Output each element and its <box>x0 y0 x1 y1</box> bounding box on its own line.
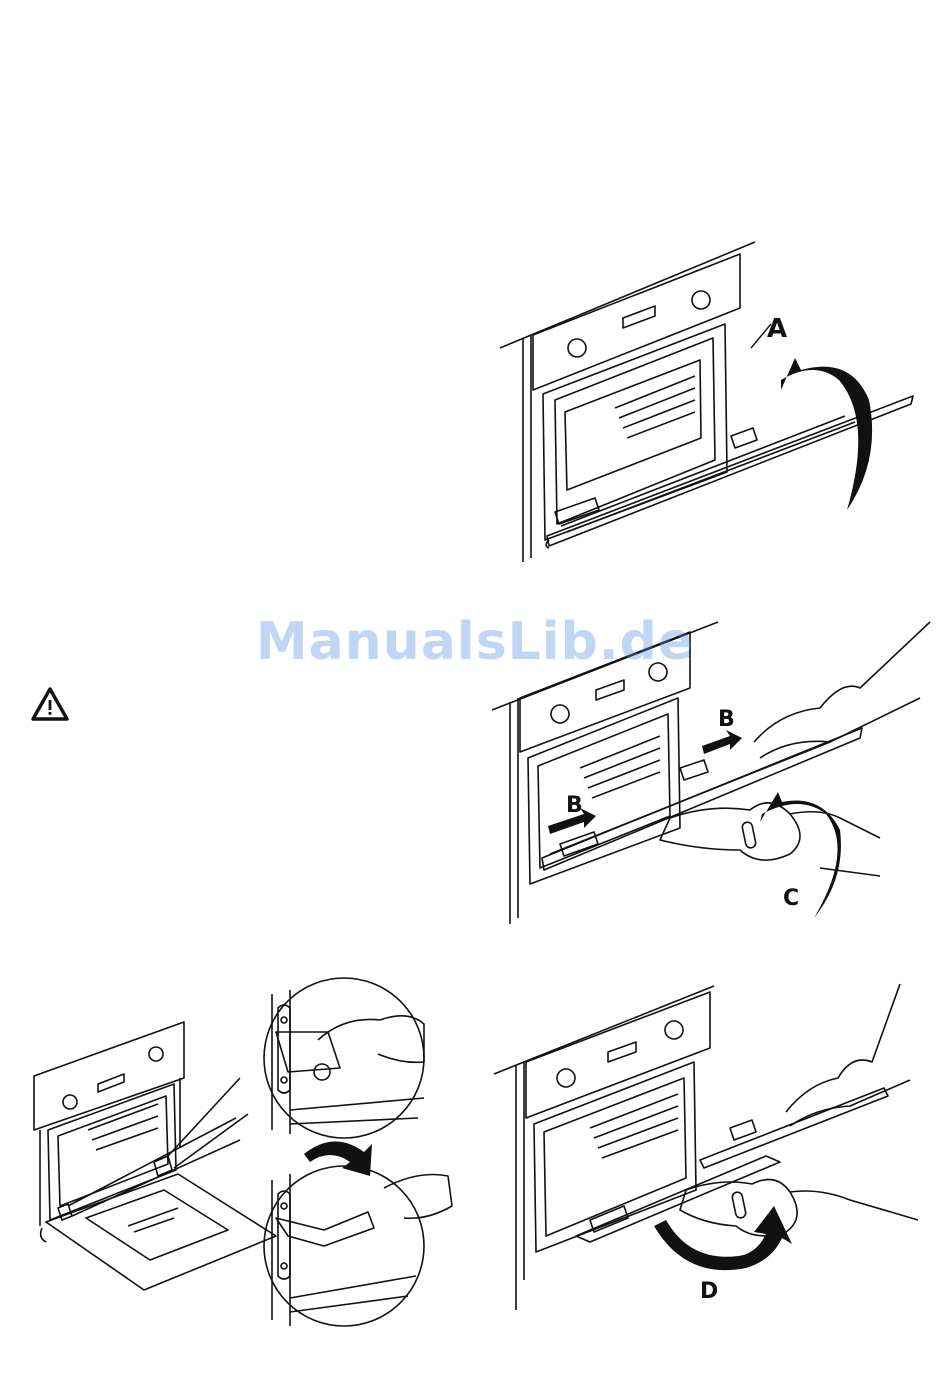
curved-arrow-icon <box>304 1141 372 1176</box>
label-a: A <box>767 316 787 342</box>
curved-arrow-icon <box>781 358 872 510</box>
figure-door-rotate <box>490 980 930 1320</box>
watermark-text: ManualsLib.de <box>0 612 950 672</box>
curved-arrow-icon <box>654 1206 792 1270</box>
curved-arrow-icon <box>760 792 841 918</box>
warning-triangle-icon <box>30 686 70 722</box>
straight-arrow-icon <box>702 730 742 754</box>
label-c: C <box>783 888 799 910</box>
figure-hinge-lever-detail <box>28 980 468 1340</box>
label-d: D <box>700 1281 718 1303</box>
figure-door-lift-levers <box>495 240 925 570</box>
label-b-upper: B <box>718 709 735 731</box>
label-b-lower: B <box>566 795 583 817</box>
